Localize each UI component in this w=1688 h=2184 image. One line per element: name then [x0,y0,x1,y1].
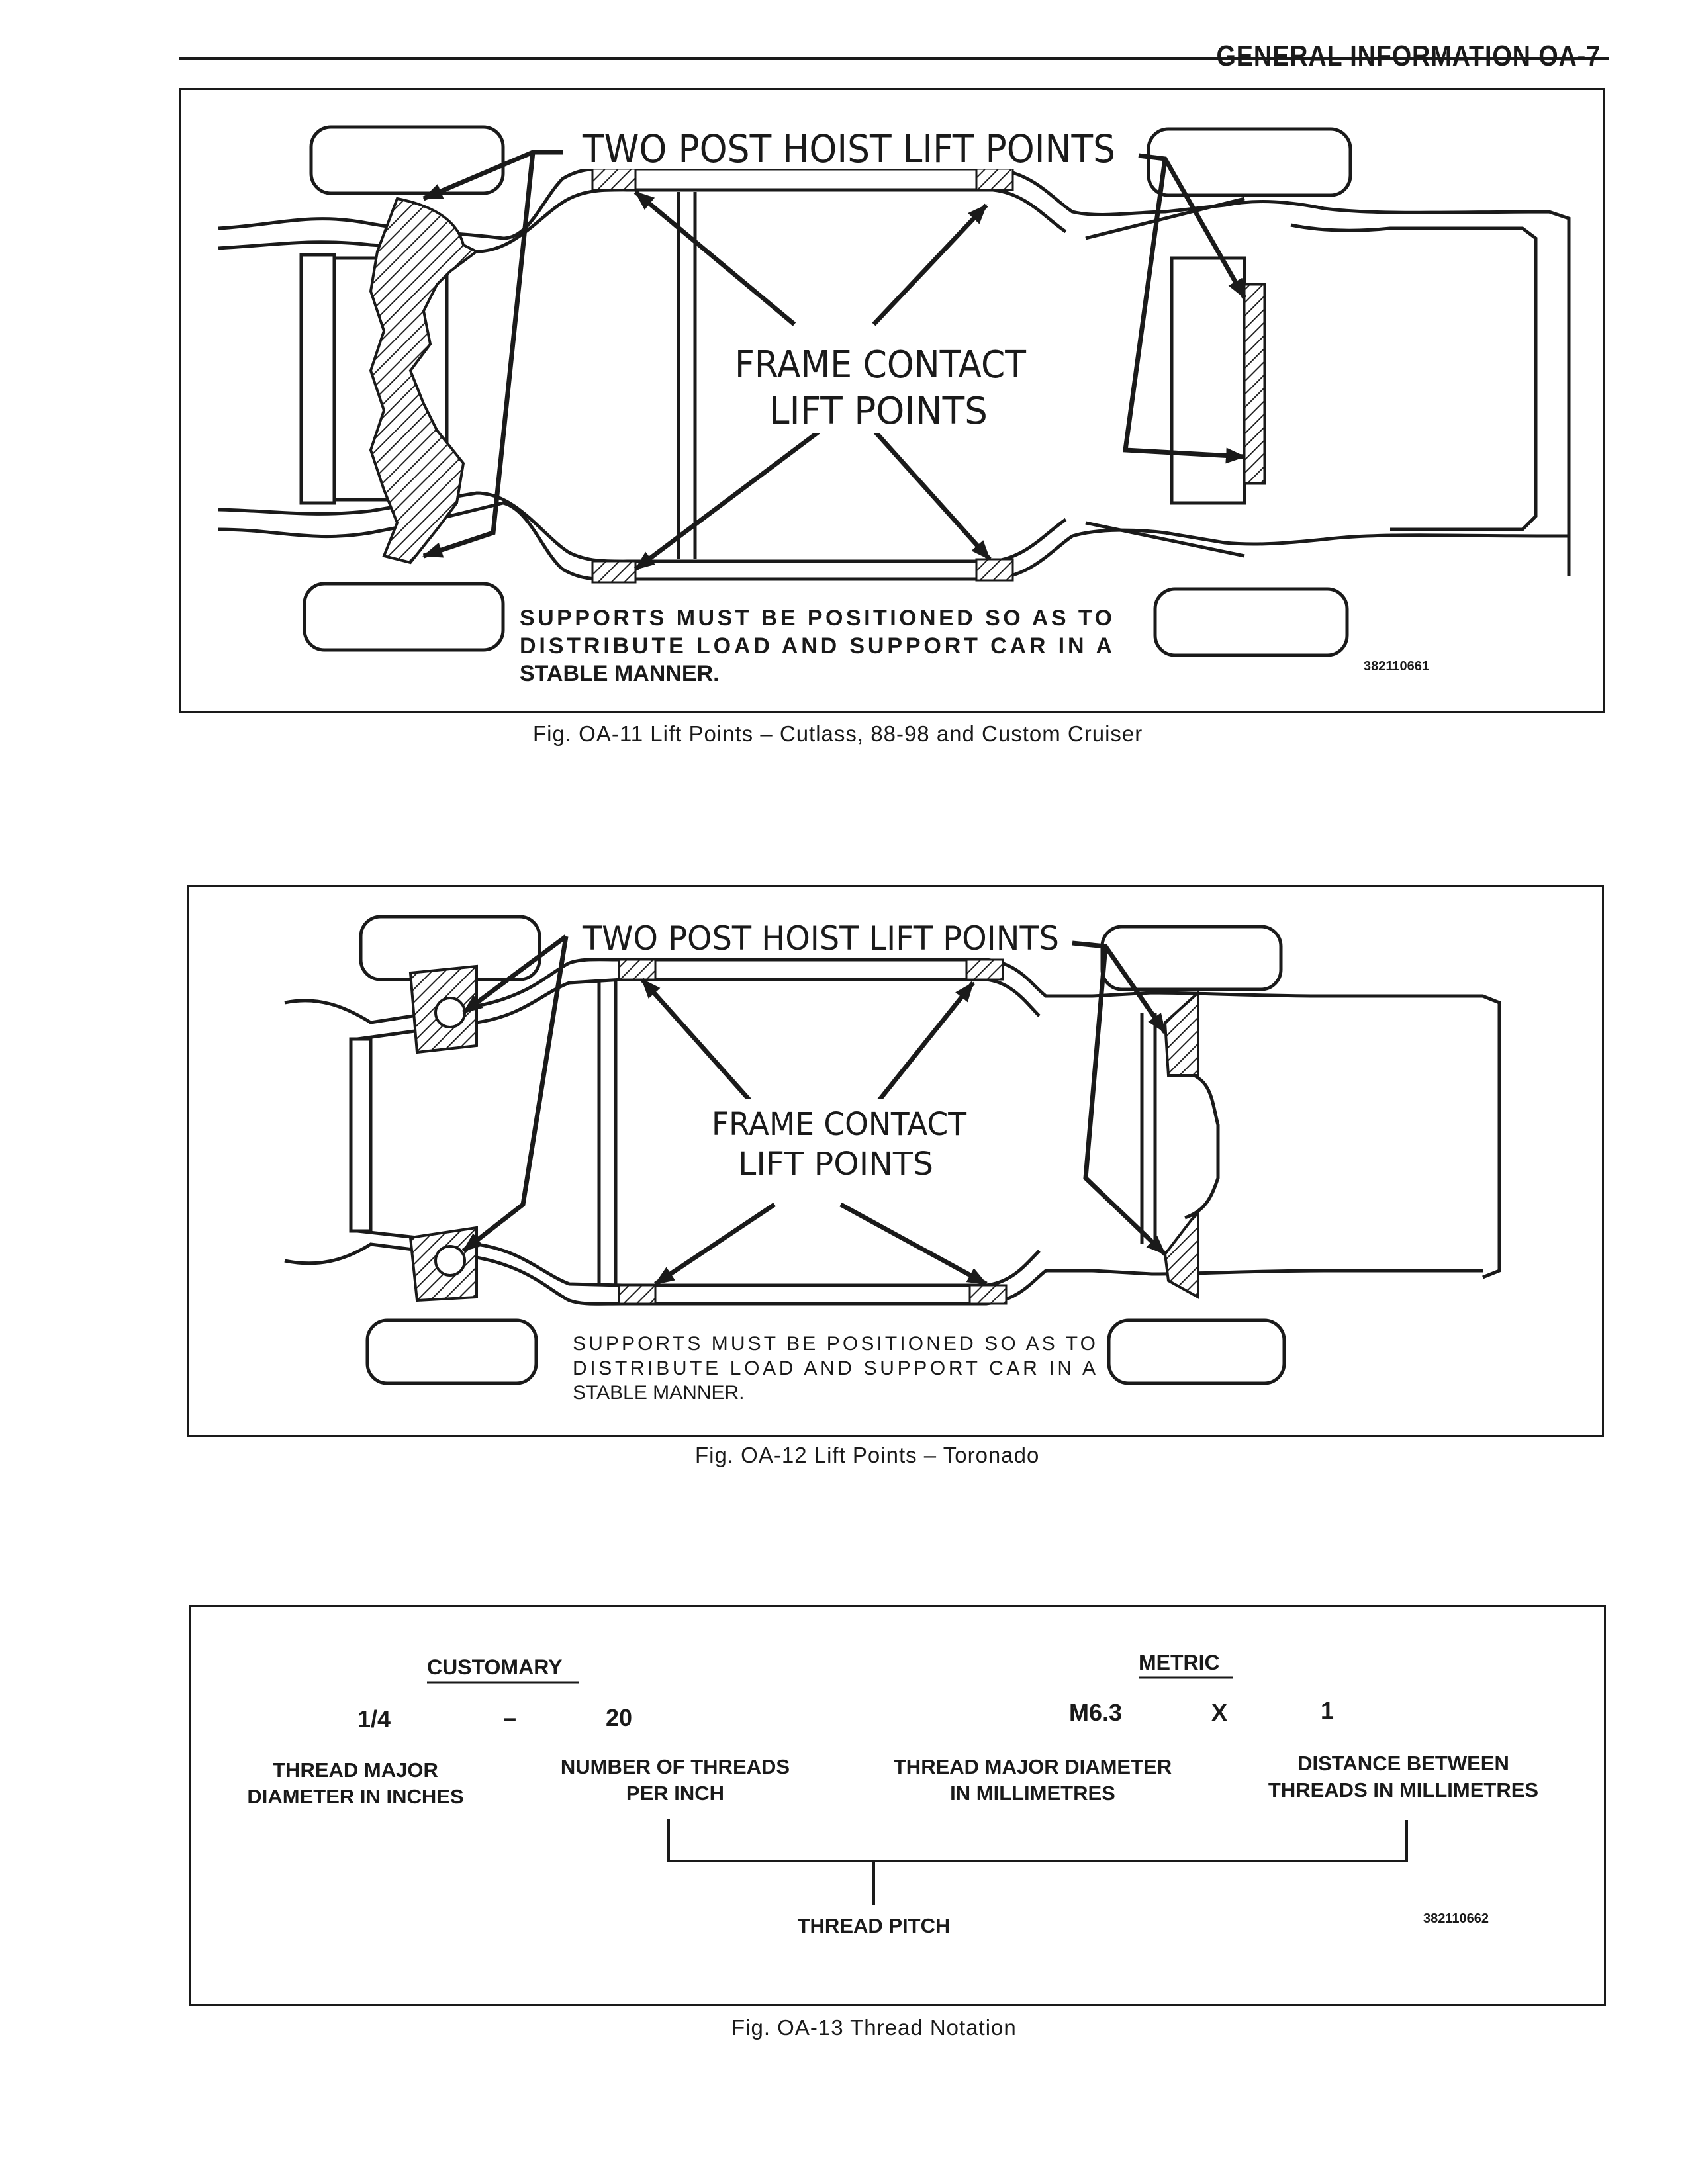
label-thread-major-2: DIAMETER IN INCHES [247,1785,463,1808]
fig11-support-line-3: STABLE MANNER. [520,661,720,686]
value-1: 1 [1321,1697,1334,1724]
label-threads-per-inch-2: PER INCH [626,1782,724,1805]
value-m63: M6.3 [1069,1699,1122,1726]
value-20: 20 [606,1704,632,1731]
fig11-code: 382110661 [1364,659,1429,674]
fig12-frame-label-2: LIFT POINTS [738,1146,933,1183]
figure-oa-13-diagram: CUSTOMARY METRIC 1/4 – 20 M6.3 X 1 THREA… [247,1651,1538,1937]
page-header: GENERAL INFORMATION OA-7 [1216,40,1601,72]
figure-oa-13 [189,1605,1606,2006]
front-left-tire [309,125,505,195]
label-thread-pitch: THREAD PITCH [798,1914,951,1937]
fig13-code: 382110662 [1423,1911,1489,1926]
fig12-caption: Fig. OA-12 Lift Points – Toronado [695,1443,1040,1467]
value-x: X [1211,1699,1227,1726]
value-quarter: 1/4 [357,1706,391,1733]
rear-right-tire [1107,1318,1286,1385]
fig11-frame-label-2: LIFT POINTS [769,390,988,433]
rear-right-tire [1153,587,1349,657]
fig12-support-line-1: SUPPORTS MUST BE POSITIONED SO AS TO [573,1333,1096,1355]
front-right-tire [303,582,505,652]
fig12-frame-label-1: FRAME CONTACT [712,1106,967,1143]
front-right-tire [365,1318,538,1385]
fig11-support-line-1: SUPPORTS MUST BE POSITIONED SO AS TO [520,606,1112,631]
label-distance-threads-2: THREADS IN MILLIMETRES [1268,1778,1538,1801]
header-rule [179,57,1609,60]
customary-heading: CUSTOMARY [427,1655,562,1679]
figure-oa-12-diagram: TWO POST HOIST LIFT POINTS FRAME CONTACT… [284,915,1501,1404]
label-major-diameter-mm-1: THREAD MAJOR DIAMETER [894,1755,1172,1778]
fig13-caption: Fig. OA-13 Thread Notation [731,2015,1017,2040]
fig11-frame-label-1: FRAME CONTACT [735,343,1027,387]
label-major-diameter-mm-2: IN MILLIMETRES [950,1782,1115,1805]
label-thread-major-1: THREAD MAJOR [273,1758,438,1782]
label-distance-threads-1: DISTANCE BETWEEN [1297,1752,1509,1775]
fig11-caption: Fig. OA-11 Lift Points – Cutlass, 88-98 … [533,721,1143,746]
figure-oa-11-diagram: TWO POST HOIST LIFT POINTS FRAME CONTACT… [218,122,1571,688]
fig12-hoist-label: TWO POST HOIST LIFT POINTS [582,919,1059,958]
value-dash: – [503,1704,516,1731]
label-threads-per-inch-1: NUMBER OF THREADS [561,1755,790,1778]
rear-left-tire [1147,127,1352,197]
fig12-support-line-2: DISTRIBUTE LOAD AND SUPPORT CAR IN A [573,1357,1096,1379]
metric-heading: METRIC [1139,1651,1220,1674]
fig12-support-line-3: STABLE MANNER. [573,1382,745,1404]
fig11-hoist-label: TWO POST HOIST LIFT POINTS [582,126,1115,171]
fig11-support-line-2: DISTRIBUTE LOAD AND SUPPORT CAR IN A [520,633,1112,659]
